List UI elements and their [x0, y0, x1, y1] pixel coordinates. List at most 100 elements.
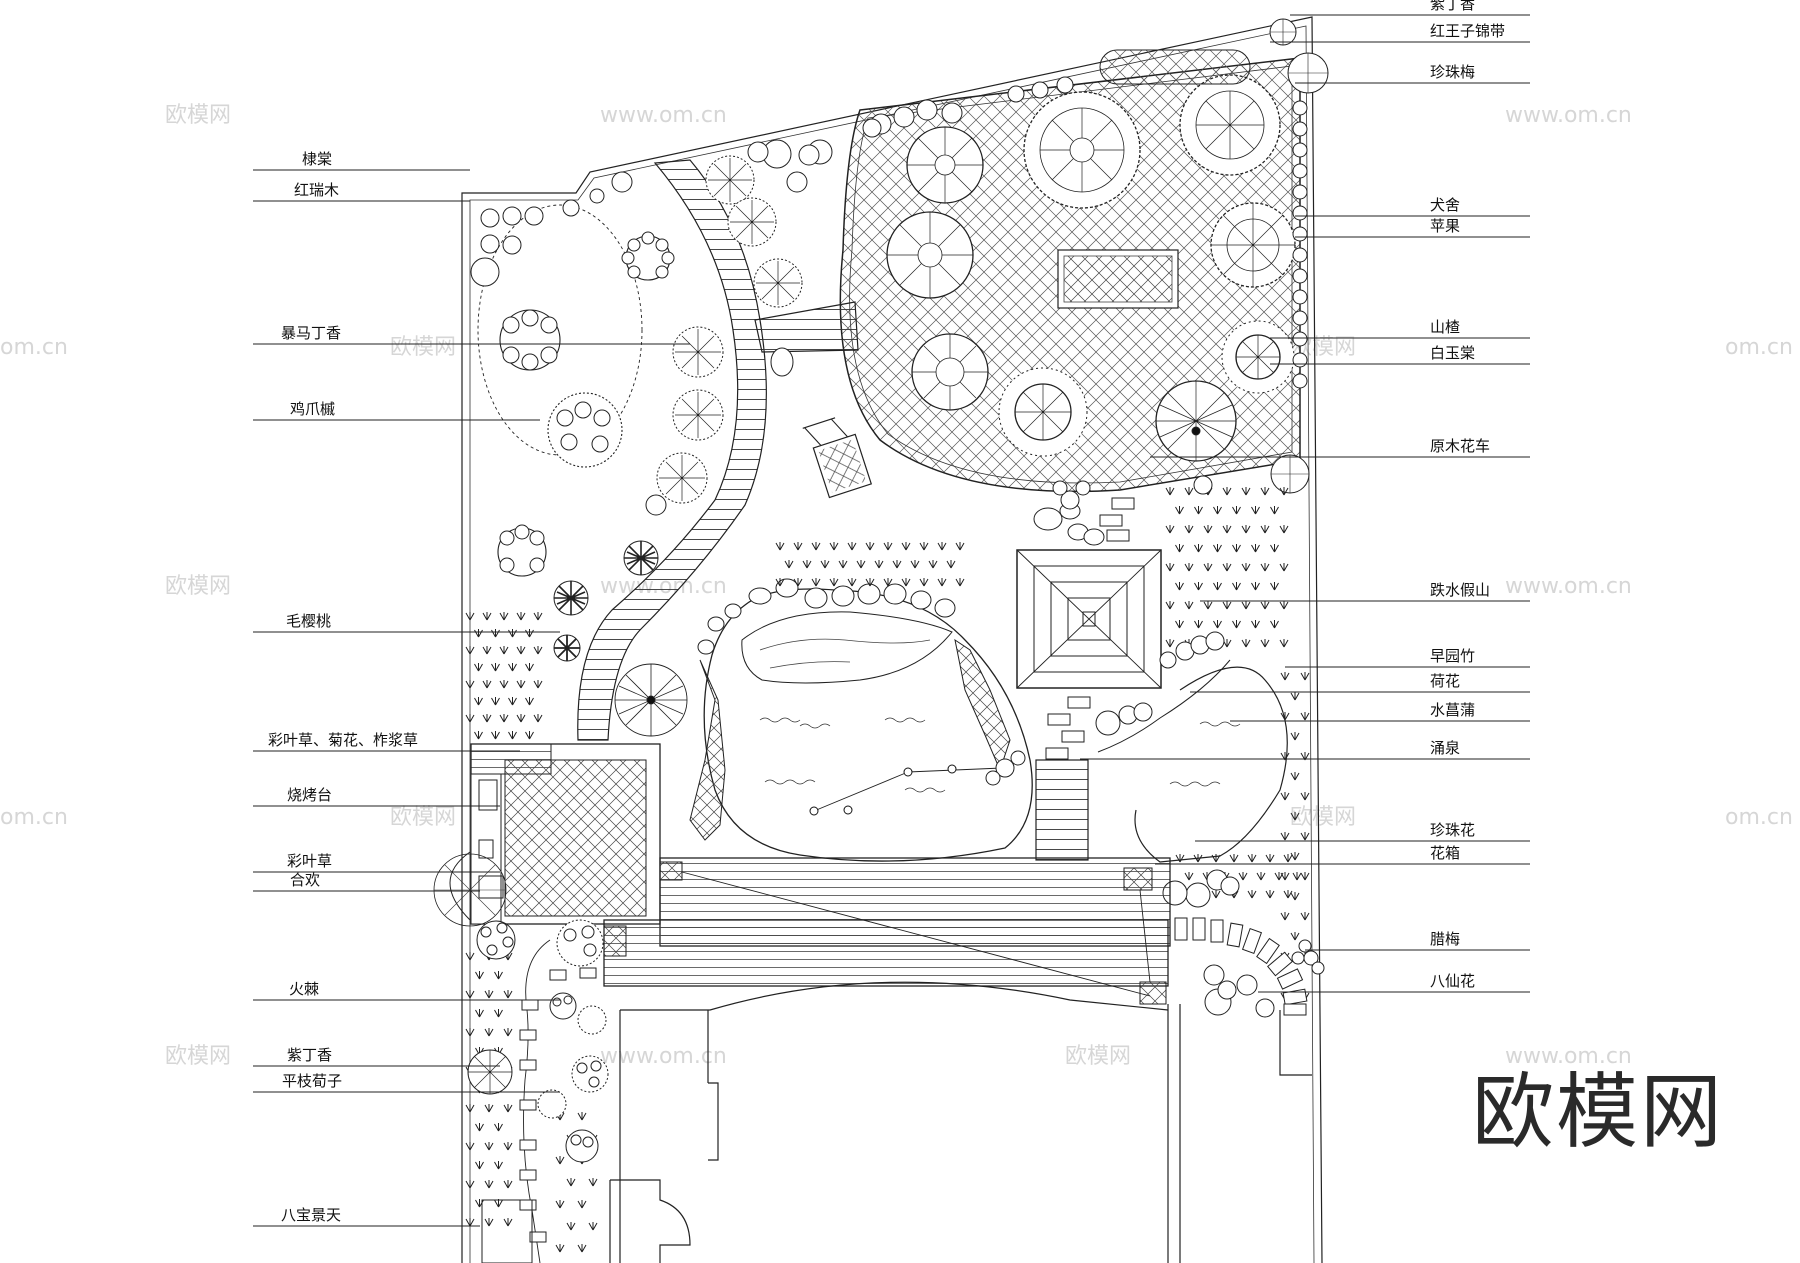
bamboo-mark — [516, 646, 526, 655]
bamboo-mark — [1165, 639, 1175, 648]
bamboo-mark — [494, 971, 503, 980]
plant-label-right: 白玉棠 — [1430, 344, 1475, 362]
bamboo-mark — [465, 612, 475, 621]
bamboo-mark — [1247, 890, 1257, 899]
plant-label-left: 彩叶草、菊花、柞浆草 — [268, 731, 418, 749]
silk-tree — [614, 663, 688, 737]
bamboo-mark — [465, 1028, 475, 1037]
crabapple-tree — [1221, 320, 1295, 394]
bamboo-mark — [955, 578, 965, 587]
bamboo-mark — [1222, 601, 1232, 610]
plant-label-left: 棣棠 — [302, 150, 332, 168]
bamboo-mark — [1260, 487, 1270, 496]
bamboo-mark — [1290, 772, 1300, 781]
shrub — [537, 1089, 567, 1119]
bamboo-mark — [474, 731, 483, 740]
bamboo-symbols — [465, 487, 1310, 1253]
watermark-logo: 欧模网 — [165, 574, 231, 599]
bamboo-mark — [566, 1222, 576, 1231]
bamboo-mark — [1213, 544, 1222, 553]
plant-label-right: 涌泉 — [1430, 739, 1460, 757]
aquatic-plants — [689, 638, 1026, 841]
bamboo-mark — [1232, 544, 1241, 553]
hydrangea-group — [1203, 939, 1325, 1018]
bamboo-mark — [802, 560, 812, 569]
bamboo-mark — [499, 612, 509, 621]
plant-label-left: 烧烤台 — [287, 786, 332, 804]
bamboo-mark — [465, 1180, 475, 1189]
bamboo-mark — [1290, 932, 1300, 941]
hawthorn-tree — [998, 367, 1088, 457]
bamboo-mark — [1283, 854, 1293, 863]
bamboo-mark — [1241, 525, 1251, 534]
bamboo-mark — [1194, 544, 1203, 553]
lilac-shrub — [499, 309, 561, 371]
cherry-shrub — [553, 580, 589, 616]
plant-label-right: 珍珠梅 — [1430, 63, 1475, 81]
site-boundary — [461, 16, 1323, 1263]
shrub — [577, 1005, 607, 1035]
bamboo-mark — [475, 1161, 484, 1170]
bamboo-mark — [1251, 620, 1260, 629]
firethorn-shrub — [476, 920, 516, 960]
watermark-url: www.om.cn — [600, 1044, 727, 1069]
bamboo-mark — [465, 1142, 475, 1151]
bamboo-mark — [1247, 854, 1257, 863]
bamboo-mark — [1290, 732, 1300, 741]
bamboo-mark — [1300, 672, 1310, 681]
bamboo-mark — [883, 578, 893, 587]
bamboo-mark — [784, 560, 794, 569]
plant-label-right: 早园竹 — [1430, 647, 1475, 665]
watermark-logo: 欧模网 — [165, 1044, 231, 1069]
bamboo-mark — [491, 663, 500, 672]
bamboo-mark — [1292, 872, 1302, 881]
bamboo-mark — [1241, 601, 1251, 610]
bamboo-mark — [829, 542, 839, 551]
plant-label-right: 紫丁香 — [1430, 0, 1475, 13]
bamboo-mark — [1300, 912, 1310, 921]
watermark-logo: 欧模网 — [1290, 805, 1356, 830]
apple-tree — [1023, 91, 1141, 209]
bamboo-mark — [1213, 620, 1222, 629]
bamboo-mark — [508, 663, 517, 672]
bamboo-mark — [1279, 601, 1289, 610]
bamboo-mark — [482, 646, 492, 655]
bamboo-mark — [892, 560, 902, 569]
bamboo-mark — [1300, 872, 1310, 881]
cherry-shrub — [623, 540, 659, 576]
bamboo-mark — [1280, 712, 1290, 721]
bamboo-mark — [1279, 639, 1289, 648]
bamboo-mark — [1260, 563, 1270, 572]
lilac-tree — [672, 326, 724, 378]
bamboo-mark — [465, 990, 475, 999]
right-shrubs — [1052, 475, 1240, 908]
bamboo-mark — [1232, 582, 1241, 591]
bamboo-mark — [829, 578, 839, 587]
bamboo-mark — [937, 578, 947, 587]
bamboo-mark — [508, 697, 517, 706]
bamboo-mark — [1229, 854, 1239, 863]
bamboo-mark — [1251, 544, 1260, 553]
bamboo-mark — [577, 1244, 587, 1253]
bamboo-mark — [937, 542, 947, 551]
bamboo-mark — [494, 1123, 503, 1132]
shrub — [556, 919, 604, 967]
bamboo-mark — [1280, 832, 1290, 841]
bamboo-mark — [566, 1178, 576, 1187]
apple-tree — [1155, 380, 1237, 462]
bamboo-mark — [525, 663, 534, 672]
bamboo-mark — [555, 1156, 565, 1165]
bamboo-mark — [1194, 582, 1203, 591]
bamboo-mark — [811, 578, 821, 587]
bamboo-mark — [1194, 620, 1203, 629]
watermark-url: www.om.cn — [600, 103, 727, 128]
bamboo-mark — [484, 1218, 494, 1227]
stepping-arc — [1174, 917, 1308, 1016]
bamboo-mark — [1241, 563, 1251, 572]
bamboo-mark — [928, 560, 938, 569]
bamboo-mark — [1203, 563, 1213, 572]
bamboo-mark — [874, 560, 884, 569]
plant-label-right: 八仙花 — [1430, 972, 1475, 990]
plant-label-left: 八宝景天 — [281, 1206, 341, 1224]
